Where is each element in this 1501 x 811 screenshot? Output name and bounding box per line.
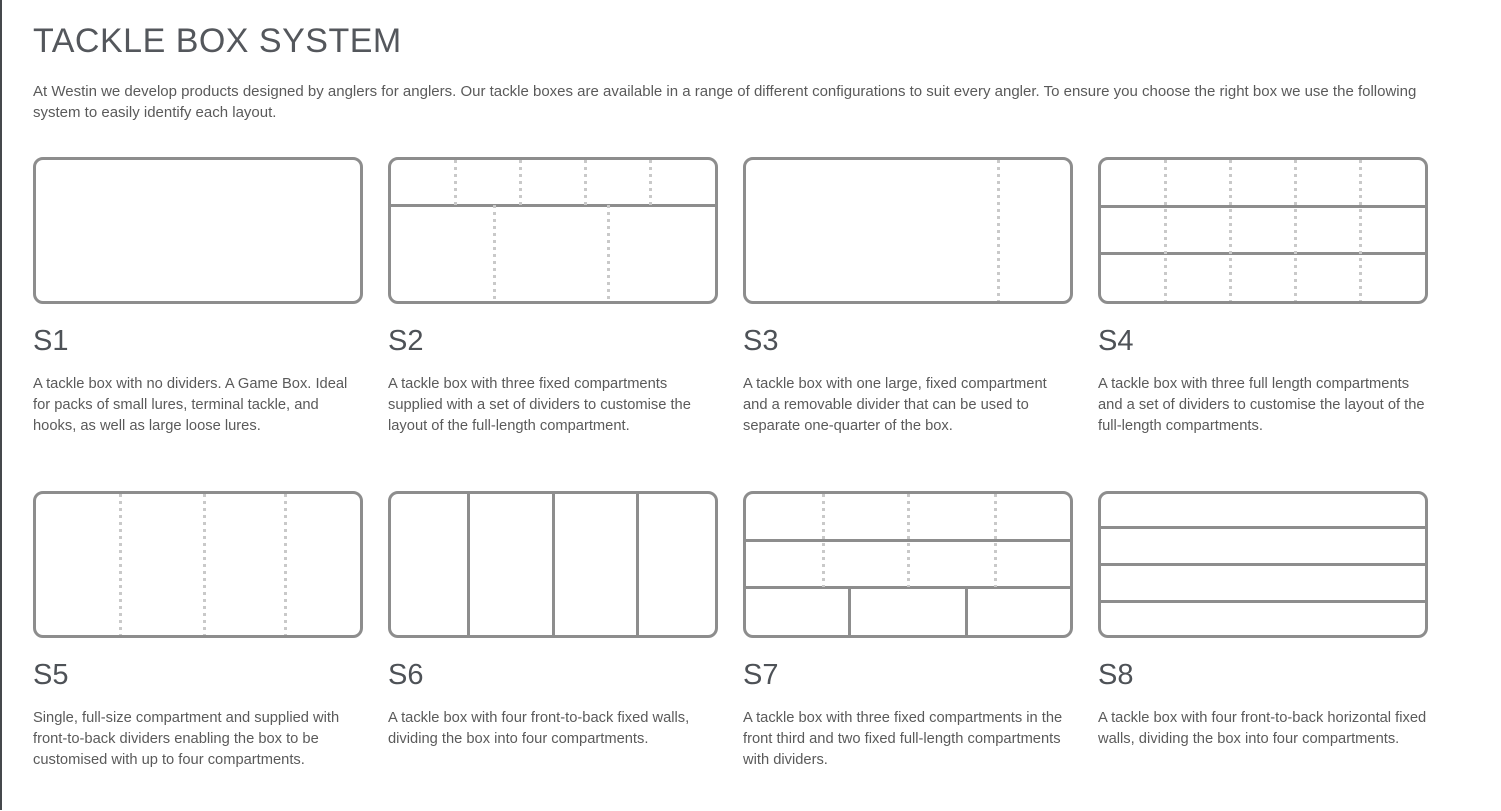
tackle-box-label: S8	[1098, 659, 1134, 691]
tackle-box-diagram	[388, 491, 718, 638]
tackle-box-diagram	[33, 157, 363, 304]
fixed-wall-line	[551, 494, 555, 635]
fixed-wall-line	[635, 494, 639, 635]
tackle-box-description: Single, full-size compartment and suppli…	[33, 710, 340, 768]
tackle-box-diagram	[743, 491, 1073, 638]
tackle-box-label: S6	[388, 659, 424, 691]
tackle-box-item-s8: S8 A tackle box with four front-to-back …	[1098, 491, 1428, 771]
removable-divider-line	[454, 160, 458, 206]
fixed-wall-line	[467, 494, 471, 635]
removable-divider-line	[1293, 160, 1297, 301]
tackle-box-description: A tackle box with no dividers. A Game Bo…	[33, 376, 348, 434]
removable-divider-line	[648, 160, 652, 206]
removable-divider-line	[997, 160, 1001, 301]
intro-paragraph: At Westin we develop products designed b…	[33, 83, 1417, 121]
removable-divider-line	[606, 205, 610, 301]
removable-divider-line	[1358, 160, 1362, 301]
removable-divider-line	[118, 494, 122, 635]
tackle-box-diagram	[1098, 157, 1428, 304]
fixed-wall-line	[964, 587, 968, 635]
removable-divider-line	[583, 160, 587, 206]
tackle-box-item-s7: S7 A tackle box with three fixed compart…	[743, 491, 1073, 771]
tackle-box-description: A tackle box with four front-to-back hor…	[1098, 710, 1427, 747]
tackle-box-item-s2: S2 A tackle box with three fixed compart…	[388, 157, 718, 437]
removable-divider-line	[822, 494, 826, 588]
tackle-box-item-s3: S3 A tackle box with one large, fixed co…	[743, 157, 1073, 437]
fixed-wall-line	[1101, 563, 1425, 566]
removable-divider-line	[1229, 160, 1233, 301]
tackle-box-description: A tackle box with four front-to-back fix…	[388, 710, 690, 747]
tackle-box-description: A tackle box with three fixed compartmen…	[743, 710, 1063, 768]
tackle-box-label: S5	[33, 659, 69, 691]
tackle-box-item-s1: S1 A tackle box with no dividers. A Game…	[33, 157, 363, 437]
fixed-wall-line	[1101, 526, 1425, 530]
removable-divider-line	[283, 494, 287, 635]
tackle-box-item-s5: S5 Single, full-size compartment and sup…	[33, 491, 363, 771]
tackle-box-diagram	[33, 491, 363, 638]
tackle-box-label: S7	[743, 659, 779, 691]
tackle-box-description: A tackle box with three fixed compartmen…	[388, 376, 691, 434]
tackle-box-label: S4	[1098, 325, 1134, 357]
tackle-box-label: S1	[33, 325, 69, 357]
removable-divider-line	[993, 494, 997, 588]
removable-divider-line	[493, 205, 497, 301]
fixed-wall-line	[1101, 599, 1425, 603]
removable-divider-line	[1164, 160, 1168, 301]
page-title: TACKLE BOX SYSTEM	[33, 22, 402, 60]
fixed-wall-line	[391, 203, 715, 207]
tackle-box-grid: S1 A tackle box with no dividers. A Game…	[33, 157, 1431, 771]
tackle-box-description: A tackle box with one large, fixed compa…	[743, 376, 1047, 434]
tackle-box-diagram	[388, 157, 718, 304]
fixed-wall-line	[1101, 205, 1425, 209]
removable-divider-line	[906, 494, 910, 588]
fixed-wall-line	[848, 587, 852, 635]
fixed-wall-line	[746, 585, 1070, 589]
page-left-edge	[0, 0, 2, 810]
fixed-wall-line	[1101, 251, 1425, 255]
tackle-box-item-s4: S4 A tackle box with three full length c…	[1098, 157, 1428, 437]
tackle-box-diagram	[1098, 491, 1428, 638]
tackle-box-diagram	[743, 157, 1073, 304]
removable-divider-line	[202, 494, 206, 635]
removable-divider-line	[519, 160, 523, 206]
tackle-box-description: A tackle box with three full length comp…	[1098, 376, 1425, 434]
tackle-box-label: S3	[743, 325, 779, 357]
tackle-box-item-s6: S6 A tackle box with four front-to-back …	[388, 491, 718, 771]
tackle-box-label: S2	[388, 325, 424, 357]
